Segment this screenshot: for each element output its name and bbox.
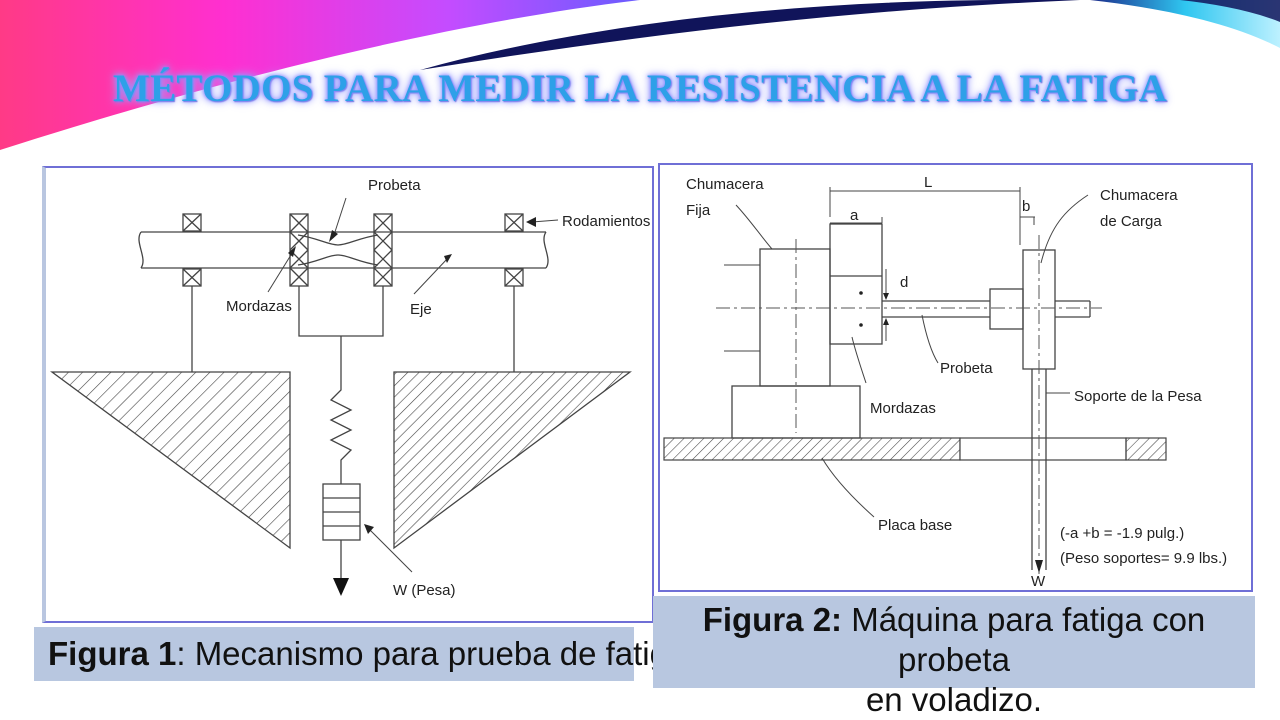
label-dim-a: a — [850, 207, 859, 224]
label-probeta: Probeta — [368, 177, 421, 194]
label-dim-L: L — [924, 174, 932, 191]
label-rodamientos: Rodamientos — [562, 213, 650, 230]
label-pesa: W (Pesa) — [393, 582, 456, 599]
right-support-base — [393, 371, 632, 550]
label-chumacera-carga-1: Chumacera — [1100, 187, 1178, 204]
figure-2-caption: Figura 2: Máquina para fatiga con probet… — [653, 596, 1255, 718]
cyan-swoosh — [1090, 0, 1280, 48]
label-note-2: (Peso soportes= 9.9 lbs.) — [1060, 550, 1227, 567]
weight-stack — [322, 483, 361, 596]
figure-2-caption-line-2: en voladizo. — [865, 681, 1043, 718]
label-soporte: Soporte de la Pesa — [1074, 388, 1202, 405]
label-placa: Placa base — [878, 517, 952, 534]
navy-swoosh — [420, 0, 1080, 70]
label-dim-d: d — [900, 274, 908, 291]
header-decoration — [0, 0, 1280, 150]
label-chumacera-fija-1: Chumacera — [686, 176, 764, 193]
label-chumacera-fija-2: Fija — [686, 202, 711, 219]
figure-1-caption-text: : Mecanismo para prueba de fatiga — [176, 635, 687, 672]
label-mordazas: Mordazas — [870, 400, 936, 417]
left-support-base — [50, 371, 291, 550]
label-chumacera-carga-2: de Carga — [1100, 213, 1162, 230]
label-dim-b: b — [1022, 198, 1030, 215]
label-w: W — [1031, 573, 1046, 590]
figure-1-panel: Probeta Rodamientos Mordazas Eje W (Pesa… — [42, 166, 654, 623]
slide-title: MÉTODOS PARA MEDIR LA RESISTENCIA A LA F… — [112, 67, 1168, 110]
figure-2-caption-text: Máquina para fatiga con probeta — [842, 601, 1206, 678]
label-probeta: Probeta — [940, 360, 993, 377]
base-plate — [663, 437, 1167, 461]
bearing-boxes — [182, 213, 524, 287]
shaft — [138, 231, 549, 269]
figure-2-diagram: Chumacera Fija L a b d Chumacera de Carg… — [663, 174, 1227, 590]
figure-2-caption-line-1: Figura 2: Máquina para fatiga con probet… — [653, 600, 1255, 680]
label-note-1: (-a +b = -1.9 pulg.) — [1060, 525, 1184, 542]
pink-swoosh — [0, 0, 640, 150]
figure-1-caption: Figura 1: Mecanismo para prueba de fatig… — [34, 627, 686, 681]
figure-2-caption-strong: Figura 2: — [702, 601, 843, 638]
figure-2-panel: Chumacera Fija L a b d Chumacera de Carg… — [658, 163, 1253, 592]
spring — [329, 368, 353, 484]
figure-1-diagram: Probeta Rodamientos Mordazas Eje W (Pesa… — [50, 177, 650, 599]
label-eje: Eje — [410, 301, 432, 318]
specimen-neck — [297, 234, 379, 266]
label-mordazas: Mordazas — [226, 298, 292, 315]
figure-1-caption-strong: Figura 1 — [48, 635, 177, 672]
navy-corner — [1180, 0, 1280, 22]
